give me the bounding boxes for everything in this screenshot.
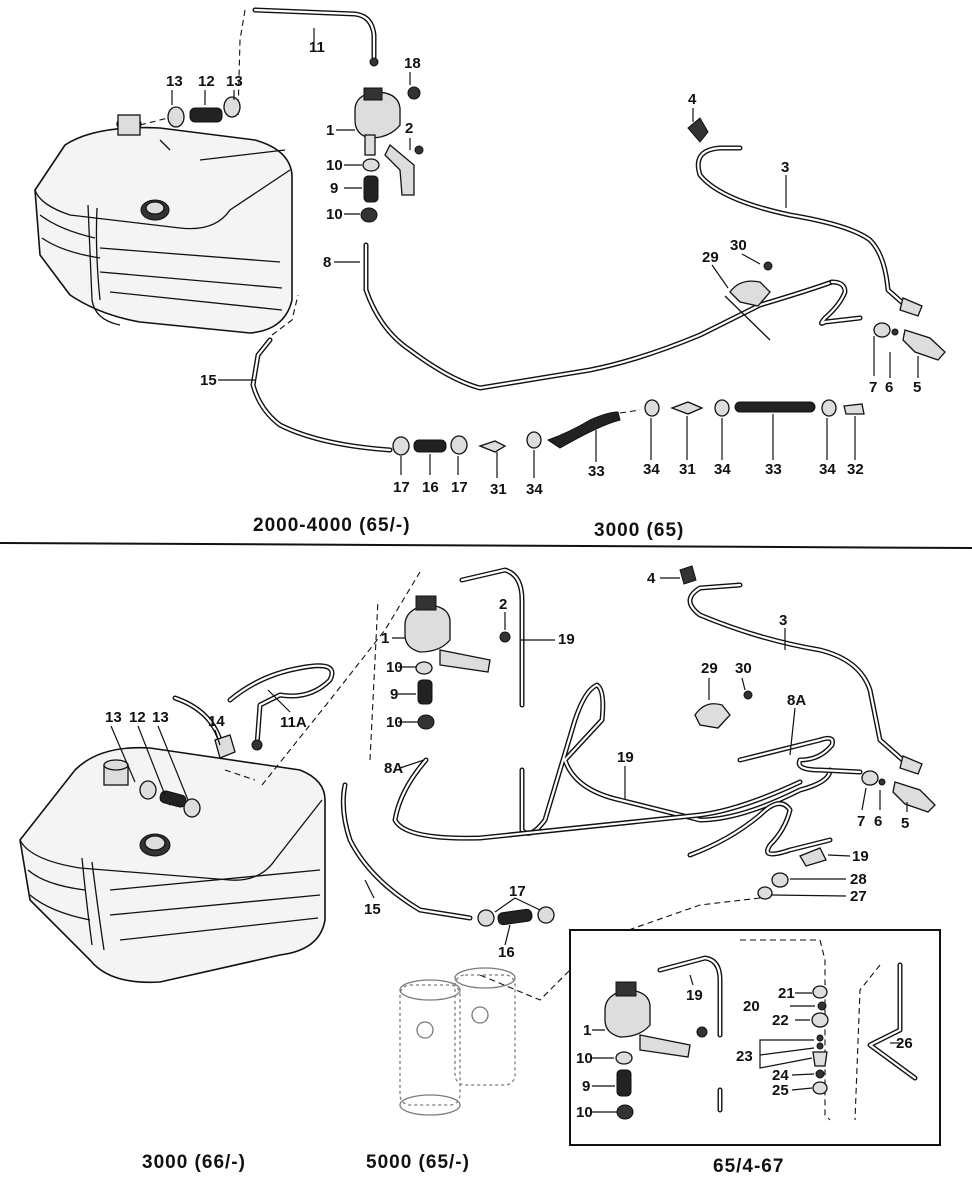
part-callout-10: 10 (386, 659, 403, 676)
part-callout-24: 24 (772, 1067, 789, 1084)
part-callout-11a: 11A (280, 714, 307, 731)
part-callout-8: 8 (323, 254, 331, 271)
part-callout-12: 12 (129, 709, 146, 726)
part-callout-30: 30 (735, 660, 752, 677)
part-callout-31: 31 (679, 461, 696, 478)
part-callout-19: 19 (852, 848, 869, 865)
part-callout-5: 5 (913, 379, 921, 396)
part-callout-4: 4 (647, 570, 656, 587)
part-callout-33: 33 (588, 463, 605, 480)
part-callout-17: 17 (393, 479, 410, 496)
part-19-line (459, 567, 525, 708)
part-callout-32: 32 (847, 461, 864, 478)
part-callout-16: 16 (422, 479, 439, 496)
part-callout-19: 19 (617, 749, 634, 766)
part-callout-9: 9 (390, 686, 398, 703)
caption-bottom-right: 65/4-67 (713, 1156, 784, 1177)
caption-top-left: 2000-4000 (65/-) (253, 515, 411, 536)
part-callout-2: 2 (499, 596, 507, 613)
part-callout-34: 34 (819, 461, 836, 478)
part-callout-29: 29 (702, 249, 719, 266)
part-callout-30: 30 (730, 237, 747, 254)
top-section: 11 13 12 13 18 1 2 10 9 10 8 4 3 30 29 1… (34, 7, 946, 541)
part-callout-13: 13 (226, 73, 243, 90)
part-15-line (250, 337, 393, 453)
part-callout-34: 34 (526, 481, 543, 498)
part-3-line (695, 145, 908, 308)
hose-row-top (392, 399, 865, 456)
part-callout-13: 13 (152, 709, 169, 726)
part-callout-13: 13 (105, 709, 122, 726)
part-callout-14: 14 (208, 713, 225, 730)
part-11a-line (172, 663, 335, 748)
part-callout-34: 34 (643, 461, 660, 478)
hose-assembly-top (139, 96, 241, 128)
fuel-tank-top (34, 114, 293, 334)
section-divider (0, 542, 972, 549)
fuel-pump-bottom (404, 595, 511, 730)
part-callout-3: 3 (779, 612, 787, 629)
part-callout-22: 22 (772, 1012, 789, 1029)
part-callout-17: 17 (509, 883, 526, 900)
part-callout-10: 10 (386, 714, 403, 731)
caption-bottom-left: 3000 (66/-) (142, 1152, 246, 1173)
part-callout-28: 28 (850, 871, 867, 888)
part-callout-19: 19 (558, 631, 575, 648)
part-callout-20: 20 (743, 998, 760, 1015)
callouts-top: 11 13 12 13 18 1 2 10 9 10 8 4 3 30 29 1… (166, 39, 921, 498)
part-callout-10: 10 (576, 1050, 593, 1067)
inset-65-4-67: 19 21 20 22 1 23 26 10 24 25 9 10 (569, 929, 941, 1146)
part-callout-13: 13 (166, 73, 183, 90)
part-callout-10: 10 (326, 206, 343, 223)
part-callout-12: 12 (198, 73, 215, 90)
part-callout-29: 29 (701, 660, 718, 677)
part-callout-18: 18 (404, 55, 421, 72)
part-callout-9: 9 (582, 1078, 590, 1095)
part-callout-33: 33 (765, 461, 782, 478)
part-callout-31: 31 (490, 481, 507, 498)
part-callout-34: 34 (714, 461, 731, 478)
fuel-filters-5000 (399, 967, 516, 1116)
part-callout-17: 17 (451, 479, 468, 496)
part-callout-6: 6 (885, 379, 893, 396)
part-15-line-bottom (340, 782, 473, 921)
part-callout-10: 10 (326, 157, 343, 174)
part-callout-1: 1 (381, 630, 389, 647)
fuel-tank-bottom (19, 746, 326, 984)
part-callout-16: 16 (498, 944, 515, 961)
caption-bottom-mid: 5000 (65/-) (366, 1152, 470, 1173)
bottom-section: 4 2 19 3 1 10 9 10 11A 13 12 13 14 29 30… (19, 565, 941, 1177)
part-callout-8a: 8A (384, 760, 403, 777)
part-callout-2: 2 (405, 120, 413, 137)
part-callout-15: 15 (364, 901, 381, 918)
part-callout-1: 1 (583, 1022, 591, 1039)
callouts-bottom: 4 2 19 3 1 10 9 10 11A 13 12 13 14 29 30… (105, 570, 909, 961)
part-callout-7: 7 (857, 813, 865, 830)
part-callout-7: 7 (869, 379, 877, 396)
part-callout-23: 23 (736, 1048, 753, 1065)
part-callout-11: 11 (309, 39, 325, 56)
part-3-line-bottom (687, 582, 908, 765)
part-callout-15: 15 (200, 372, 217, 389)
part-callout-1: 1 (326, 122, 334, 139)
part-callout-25: 25 (772, 1082, 789, 1099)
caption-top-right: 3000 (65) (594, 520, 684, 541)
part-callout-6: 6 (874, 813, 882, 830)
part-callout-8a: 8A (787, 692, 806, 709)
part-callout-21: 21 (778, 985, 795, 1002)
part-callout-27: 27 (850, 888, 867, 905)
part-callout-26: 26 (896, 1035, 913, 1052)
part-callout-4: 4 (688, 91, 697, 108)
part-callout-3: 3 (781, 159, 789, 176)
part-callout-9: 9 (330, 180, 338, 197)
part-callout-19: 19 (686, 987, 703, 1004)
fuel-pump-top (354, 57, 424, 223)
part-callout-10: 10 (576, 1104, 593, 1121)
part-callout-5: 5 (901, 815, 909, 832)
